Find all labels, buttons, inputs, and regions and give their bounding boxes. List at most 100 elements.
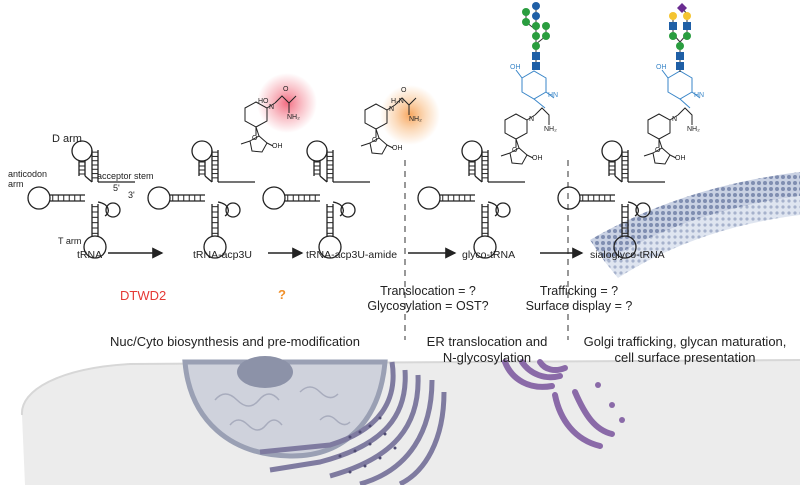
atom-oh: OH (272, 143, 283, 150)
stage-label-sialoglyco-trna: sialoglyco-tRNA (590, 249, 665, 261)
backbone-link (240, 140, 251, 145)
d-arm-link (204, 175, 213, 183)
chemical-structures (240, 69, 701, 165)
er-questions: Translocation = ? Glycosylation = OST? (360, 284, 496, 314)
variable-loop-bulge (105, 202, 121, 218)
sugar-link (679, 98, 691, 109)
label-5-prime: 5' (113, 183, 120, 193)
glucose-circle (532, 2, 540, 10)
sialo-chain (677, 107, 693, 125)
cell-membrane-edge (20, 359, 800, 416)
oh-bond (386, 144, 394, 149)
mannose-circle (532, 32, 540, 40)
variable-loop-bulge (635, 202, 651, 218)
stage-label-trna-acp3u: tRNA-acp3U (193, 249, 252, 261)
question-surface-display: Surface display = ? (525, 299, 633, 313)
er-ribosomes (338, 416, 397, 474)
amide-highlight (380, 85, 440, 145)
ribose-ring (369, 137, 388, 155)
variable-loop (487, 201, 499, 217)
n3-link (266, 102, 276, 109)
atom-o-amide: O (401, 87, 407, 94)
anticodon-loop (262, 186, 286, 210)
acetyl-link (691, 91, 701, 99)
mannose-circle (522, 18, 530, 26)
glcnac-square (669, 22, 677, 30)
trna-structures (27, 140, 665, 259)
uracil-ring (244, 101, 268, 128)
mannose-circle (676, 42, 684, 50)
atom-n: N (529, 116, 535, 123)
mannose-circle (669, 32, 677, 40)
glcnac-square (532, 62, 540, 70)
sugar-ring (667, 70, 693, 100)
d-arm-link (84, 175, 93, 183)
n3-link (669, 114, 679, 121)
oh-bond (669, 154, 677, 159)
anticodon-loop (417, 186, 441, 210)
anticodon-loop (27, 186, 51, 210)
atom-o: O (512, 147, 518, 154)
atom-n: N (672, 116, 678, 123)
label-t-arm: T arm (58, 236, 82, 246)
glcnac-square (676, 52, 684, 60)
anticodon-loop (557, 186, 581, 210)
atom-o: O (372, 137, 378, 144)
d-arm-link (474, 175, 483, 183)
ribose-ring (509, 147, 528, 165)
nucleus (182, 356, 388, 459)
atom-h2n: H₂N (391, 98, 404, 105)
n3-link (526, 114, 536, 121)
nucleoside (643, 113, 679, 165)
uracil-ring (647, 113, 671, 140)
nucleoside (240, 101, 276, 153)
galactose-circle (669, 12, 677, 20)
d-loop (71, 140, 93, 162)
d-loop (306, 140, 328, 162)
label-d-arm: D arm (52, 133, 82, 145)
glcnac-square (683, 22, 691, 30)
galactose-circle (683, 12, 691, 20)
atom-ho: HO (258, 98, 269, 105)
ribose-ring (249, 135, 268, 153)
ribose-ring (652, 147, 671, 165)
stage-label-glyco-trna: glyco-tRNA (462, 249, 516, 261)
glcnac-square (532, 52, 540, 60)
question-trafficking: Trafficking = ? (539, 284, 619, 298)
atom-oh: OH (392, 145, 403, 152)
sialic-acid-diamond (677, 3, 687, 13)
glyco-chain (534, 107, 550, 125)
endoplasmic-reticulum (259, 361, 447, 485)
d-loop (461, 140, 483, 162)
plasma-membrane (590, 172, 800, 278)
nucleoside (360, 103, 396, 155)
mannose-circle (683, 32, 691, 40)
uracil-ring (504, 113, 528, 140)
question-translocation: Translocation = ? (380, 284, 476, 298)
nucleoside (500, 113, 536, 165)
label-anticodon-arm: anticodon arm (8, 169, 48, 189)
backbone-link (500, 152, 511, 157)
atom-oh-sugar: OH (656, 64, 667, 71)
variable-loop (332, 201, 344, 217)
d-loop (601, 140, 623, 162)
oh-bond (266, 142, 274, 147)
sugar-ring (521, 70, 547, 100)
d-loop (191, 140, 213, 162)
variable-loop (97, 201, 109, 217)
d-arm-link (614, 175, 623, 183)
atom-n: N (269, 104, 275, 111)
cell-illustration (20, 356, 800, 485)
trna-cloverleaf (557, 140, 665, 259)
phase-golgi: Golgi trafficking, glycan maturation, ce… (583, 334, 787, 365)
acp3u-highlight (257, 73, 317, 133)
glycosidic-bond (375, 128, 380, 139)
variable-loop-bulge (495, 202, 511, 218)
atom-nh2-amide: NH₂ (409, 116, 422, 123)
glycosidic-bond (658, 138, 663, 149)
atom-oh-sugar: OH (510, 64, 521, 71)
golgi-apparatus (502, 359, 625, 449)
t-loop (203, 235, 227, 259)
mannose-circle (532, 42, 540, 50)
variable-loop (217, 201, 229, 217)
